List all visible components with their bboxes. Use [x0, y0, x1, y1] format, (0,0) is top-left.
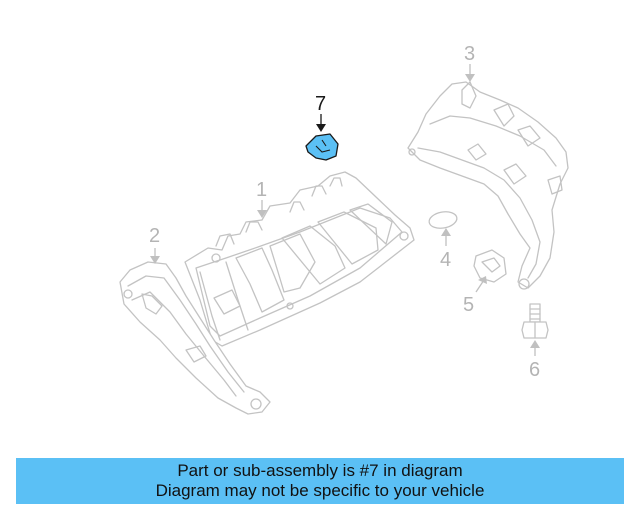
banner-line-2: Diagram may not be specific to your vehi… [155, 481, 485, 500]
part-5-clip [473, 249, 507, 283]
callout-4: 4 [440, 249, 451, 271]
callout-6: 6 [529, 359, 540, 381]
part-4-plug [428, 211, 458, 229]
part-6-bolt [521, 303, 549, 339]
parts-diagram: 1 2 3 4 5 [119, 43, 569, 415]
part-2-side-cover [119, 261, 271, 415]
callout-2: 2 [149, 225, 160, 247]
callout-7: 7 [315, 93, 326, 115]
callout-5: 5 [463, 294, 474, 316]
callout-3: 3 [464, 43, 475, 65]
part-1-undercover [184, 171, 415, 347]
part-3-side-panel [407, 81, 569, 290]
banner-line-1: Part or sub-assembly is #7 in diagram [177, 461, 463, 480]
part-7-clip-highlighted [305, 133, 339, 161]
info-banner: Part or sub-assembly is #7 in diagram Di… [16, 458, 624, 504]
callout-1: 1 [256, 179, 267, 201]
